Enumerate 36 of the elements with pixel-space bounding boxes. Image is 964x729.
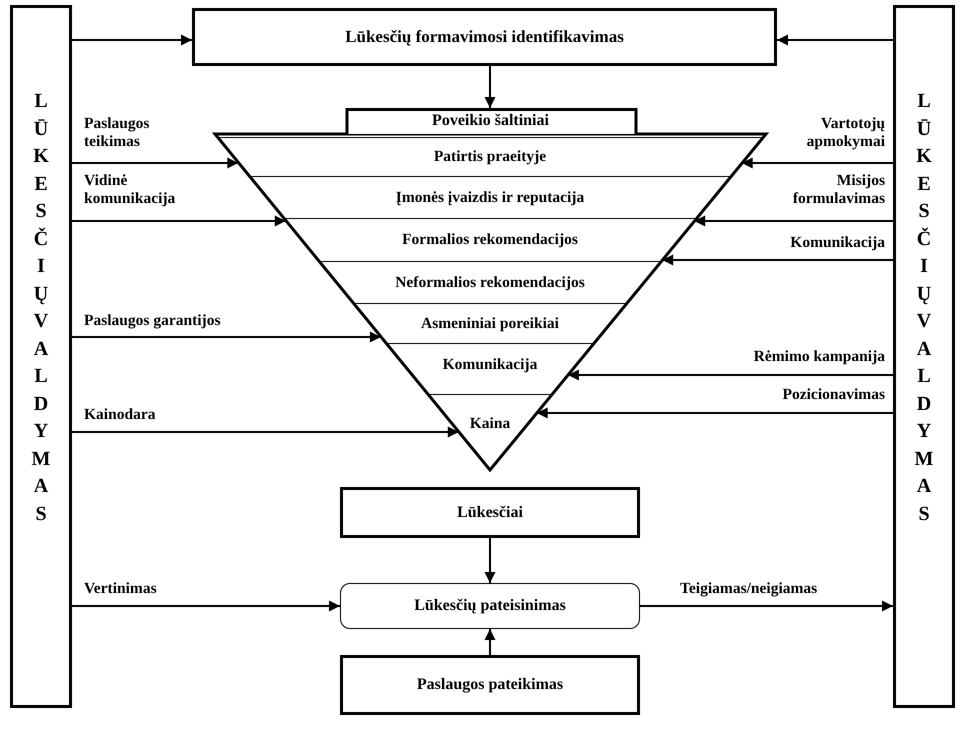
triangle-band: Kaina	[428, 394, 552, 468]
bar-label: LŪKESČIŲ VALDYMAS	[914, 89, 934, 526]
edge-label: Teigiamas/neigiamas	[680, 580, 818, 598]
edge-label: Rėmimo kampanija	[754, 348, 885, 366]
triangle-heading: Poveikio šaltiniai	[432, 112, 549, 130]
arrow	[694, 216, 893, 226]
arrow	[484, 538, 496, 583]
arrow	[742, 158, 893, 168]
arrow	[72, 600, 340, 612]
arrow	[72, 158, 238, 168]
process-box: Paslaugos pateikimas	[340, 655, 640, 715]
triangle-band: Komunikacija	[386, 343, 594, 386]
arrow	[536, 408, 893, 418]
triangle-band: Patirtis praeityje	[216, 137, 764, 176]
bar-label: LŪKESČIŲ VALDYMAS	[31, 89, 51, 526]
edge-label: Komunikacija	[790, 234, 885, 252]
edge-label: Paslaugos garantijos	[84, 312, 220, 330]
triangle-band: Asmeniniai poreikiai	[353, 303, 627, 343]
arrow	[777, 34, 893, 46]
triangle-band: Formalios rekomendacijos	[283, 218, 697, 261]
triangle-band: Įmonės įvaizdis ir reputacija	[248, 176, 732, 218]
side-bar	[10, 5, 72, 708]
arrow	[484, 629, 496, 655]
arrow	[72, 332, 381, 342]
process-box: Lūkesčiai	[340, 487, 640, 538]
arrow	[640, 600, 893, 612]
rounded-box: Lūkesčių pateisinimas	[340, 583, 640, 629]
arrow	[72, 34, 192, 46]
arrow	[568, 370, 893, 380]
arrow	[662, 254, 893, 266]
arrow	[484, 66, 496, 108]
triangle-band: Neformalios rekomendacijos	[318, 261, 662, 303]
process-box: Lūkesčių formavimosi identifikavimas	[192, 8, 777, 66]
arrow	[72, 426, 459, 438]
arrow	[72, 216, 286, 226]
side-bar	[893, 5, 955, 708]
